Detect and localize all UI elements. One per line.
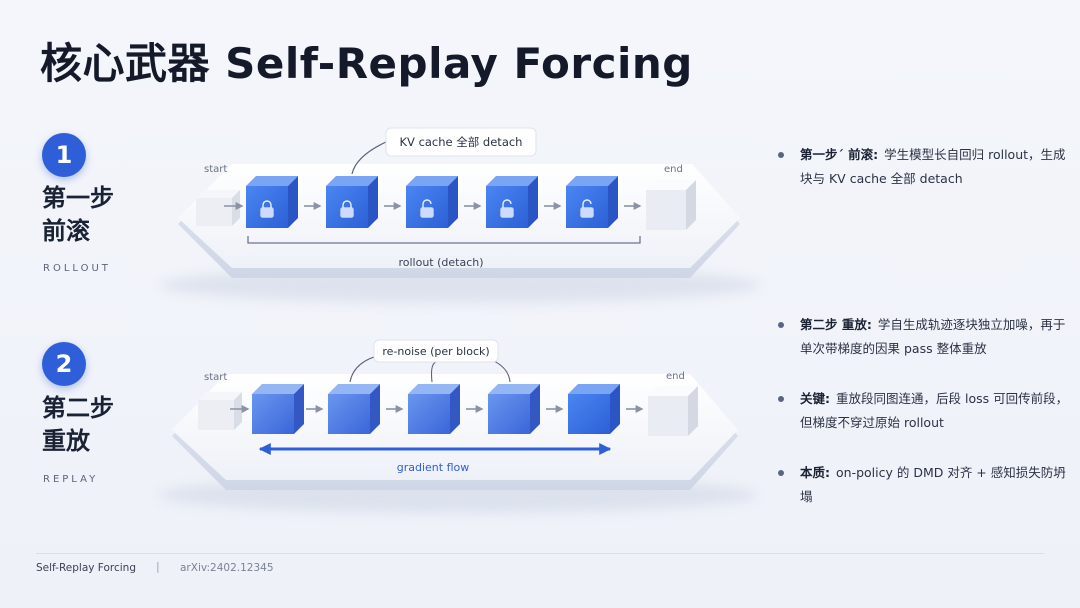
- step-2-name-line2: 重放: [42, 427, 90, 455]
- unlock-icon: [500, 199, 514, 218]
- step-1-bracket: [247, 236, 641, 244]
- step-1-name: 第一步 前滚: [42, 182, 152, 248]
- step-1-name-line1: 第一步: [42, 184, 114, 212]
- block-cube-1-5: [566, 176, 618, 228]
- footer-title: Self-Replay Forcing: [36, 562, 136, 574]
- start-cube-2: [198, 392, 242, 430]
- step-2-name: 第二步 重放: [42, 392, 152, 458]
- block-cube-2-3: [408, 384, 460, 434]
- end-cube-2: [648, 386, 698, 436]
- bullet-dot: [778, 470, 784, 476]
- step-1-name-line2: 前滚: [42, 217, 90, 245]
- block-cube-2-1: [252, 384, 304, 434]
- block-cube-1-3: [406, 176, 458, 228]
- bullet-label: 第一步´ 前滚:: [800, 147, 879, 162]
- step-2-start-label: start: [204, 372, 227, 383]
- block-cube-2-4: [488, 384, 540, 434]
- start-cube-1: [196, 190, 240, 226]
- end-cube-1: [646, 180, 696, 230]
- step-1-end-label: end: [664, 164, 683, 175]
- bullet-label: 关键:: [800, 391, 830, 406]
- bullet-item-1: 第一步´ 前滚:学生模型长自回归 rollout，生成块与 KV cache 全…: [778, 143, 1073, 191]
- lock-icon: [260, 200, 274, 218]
- block-cube-1-4: [486, 176, 538, 228]
- step-1-callout: [351, 127, 537, 175]
- bullet-text: 学自生成轨迹逐块独立加噪，再于单次带梯度的因果 pass 整体重放: [800, 317, 1066, 356]
- bullet-text: on-policy 的 DMD 对齐 + 感知损失防坍塌: [800, 465, 1066, 504]
- footer-reference: arXiv:2402.12345: [180, 562, 274, 574]
- bullet-dot: [778, 396, 784, 402]
- bullet-item-2: 第二步 重放:学自生成轨迹逐块独立加噪，再于单次带梯度的因果 pass 整体重放: [778, 313, 1073, 361]
- step-2-end-label: end: [666, 371, 685, 382]
- block-cube-2-5: [568, 384, 620, 434]
- step-1-bottom-label: rollout (detach): [398, 256, 483, 269]
- step-1-badge: 1: [42, 133, 86, 177]
- unlock-icon: [580, 199, 594, 218]
- bullet-text: 重放段同图连通，后段 loss 可回传前段，但梯度不穿过原始 rollout: [800, 391, 1069, 430]
- bullet-dot: [778, 152, 784, 158]
- step-1-start-label: start: [204, 164, 227, 175]
- block-cube-1-1: [246, 176, 298, 228]
- footer-separator: |: [156, 560, 160, 573]
- step-1-callout-label: KV cache 全部 detach: [400, 135, 523, 149]
- bullet-item-4: 本质:on-policy 的 DMD 对齐 + 感知损失防坍塌: [778, 461, 1073, 509]
- step-2-name-line1: 第二步: [42, 394, 114, 422]
- bullet-label: 本质:: [800, 465, 830, 480]
- block-cube-1-2: [326, 176, 378, 228]
- step-2-subtitle: REPLAY: [43, 474, 99, 485]
- page-title: 核心武器 Self-Replay Forcing: [40, 39, 693, 88]
- step-2-callout-label: re-noise (per block): [382, 345, 489, 358]
- footer-divider: [36, 553, 1044, 554]
- step-2-callout: [349, 339, 511, 383]
- step-2-badge: 2: [42, 342, 86, 386]
- step-2-bottom-label: gradient flow: [397, 461, 470, 474]
- step-1-subtitle: ROLLOUT: [43, 263, 111, 274]
- bullet-item-3: 关键:重放段同图连通，后段 loss 可回传前段，但梯度不穿过原始 rollou…: [778, 387, 1073, 435]
- bullet-text: 学生模型长自回归 rollout，生成块与 KV cache 全部 detach: [800, 147, 1066, 186]
- unlock-icon: [420, 199, 434, 218]
- block-cube-2-2: [328, 384, 380, 434]
- lock-icon: [340, 200, 354, 218]
- bullet-dot: [778, 322, 784, 328]
- bullet-label: 第二步 重放:: [800, 317, 872, 332]
